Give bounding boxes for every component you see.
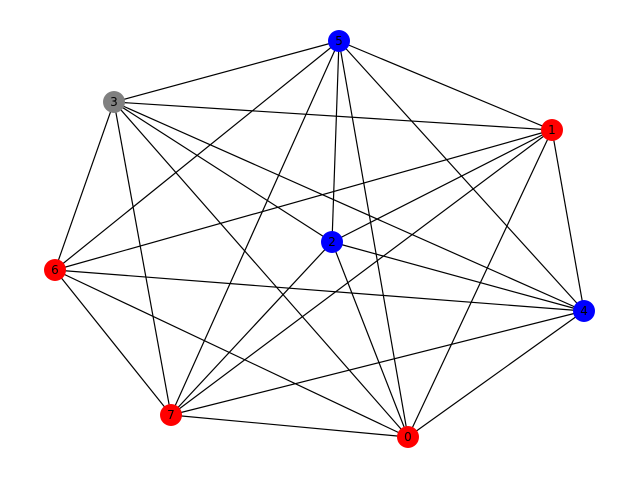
node-label-1: 1 [548, 123, 556, 137]
edge-0-3 [113, 101, 409, 438]
node-5: 5 [328, 30, 350, 52]
node-circle-0 [397, 426, 419, 448]
edge-0-2 [331, 241, 409, 438]
node-1: 1 [541, 119, 563, 141]
node-circle-4 [573, 300, 595, 322]
node-circle-2 [321, 231, 343, 253]
edge-1-3 [113, 101, 553, 131]
node-4: 4 [573, 300, 595, 322]
edge-4-7 [170, 310, 585, 416]
edge-3-6 [54, 101, 115, 271]
edge-1-6 [54, 129, 553, 271]
edge-4-6 [54, 269, 585, 312]
nodes-group: 0 1 2 3 4 5 6 7 [44, 30, 595, 448]
edge-5-6 [54, 40, 340, 271]
node-label-4: 4 [580, 304, 588, 318]
node-circle-6 [44, 259, 66, 281]
edge-1-5 [338, 40, 553, 131]
node-label-7: 7 [167, 408, 175, 422]
edge-0-4 [407, 310, 585, 438]
node-circle-7 [160, 404, 182, 426]
edge-0-6 [54, 269, 409, 438]
edge-3-7 [113, 101, 172, 416]
edges-group [54, 40, 585, 438]
edge-0-5 [338, 40, 409, 438]
node-circle-1 [541, 119, 563, 141]
edge-6-7 [54, 269, 172, 416]
edge-1-2 [331, 129, 553, 243]
node-2: 2 [321, 231, 343, 253]
node-label-2: 2 [328, 235, 336, 249]
edge-0-1 [407, 129, 553, 438]
edge-4-5 [338, 40, 585, 312]
node-label-5: 5 [335, 34, 343, 48]
node-6: 6 [44, 259, 66, 281]
node-circle-3 [103, 91, 125, 113]
edge-3-5 [113, 40, 340, 103]
node-label-3: 3 [110, 95, 118, 109]
edge-3-4 [113, 101, 585, 312]
node-3: 3 [103, 91, 125, 113]
edge-2-4 [331, 241, 585, 312]
node-0: 0 [397, 426, 419, 448]
edge-2-3 [113, 101, 333, 243]
edge-2-5 [331, 40, 340, 243]
node-circle-5 [328, 30, 350, 52]
node-label-0: 0 [404, 430, 412, 444]
edge-5-7 [170, 40, 340, 416]
node-7: 7 [160, 404, 182, 426]
edge-2-7 [170, 241, 333, 416]
edge-1-4 [551, 129, 585, 312]
edge-1-7 [170, 129, 553, 416]
edge-0-7 [170, 414, 409, 438]
node-label-6: 6 [51, 263, 59, 277]
